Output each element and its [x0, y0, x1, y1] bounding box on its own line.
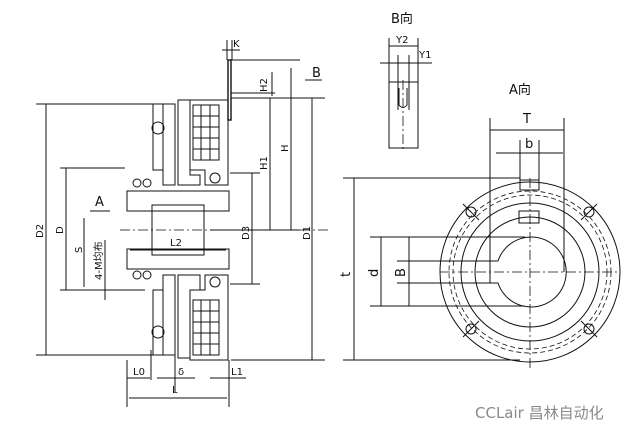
view-a-title: A向: [509, 82, 531, 98]
label-d2: D2: [35, 224, 46, 238]
label-t-upper: T: [522, 112, 531, 127]
label-d3: D3: [241, 226, 252, 240]
label-b-upper: B: [394, 268, 409, 277]
label-holes: 4-M均布: [93, 241, 105, 280]
label-h2: H2: [259, 78, 270, 92]
label-d-lower: d: [367, 269, 382, 277]
label-t-lower: t: [339, 272, 354, 277]
side-section-view: K B H2 H1 H D2 D S 4-M均布 A L2 D3 D1 L0 δ…: [35, 39, 330, 407]
label-d1: D1: [302, 226, 313, 240]
watermark: CCLair 昌林自动化: [475, 404, 604, 422]
label-y2: Y2: [395, 35, 408, 46]
label-h: H: [280, 144, 291, 152]
label-l2: L2: [170, 238, 182, 249]
label-l1: L1: [231, 367, 243, 378]
label-y1: Y1: [418, 50, 431, 61]
label-l0: L0: [133, 367, 145, 378]
label-d: D: [55, 226, 66, 234]
view-b-title: B向: [391, 11, 413, 27]
label-l: L: [172, 385, 178, 396]
view-b: B向 Y2 Y1: [380, 11, 432, 152]
label-b-lower: b: [525, 137, 533, 152]
label-s: S: [74, 247, 85, 253]
label-delta: δ: [178, 367, 184, 378]
label-h1: H1: [259, 156, 270, 170]
label-b-arrow: B: [312, 66, 321, 81]
label-a-arrow: A: [95, 195, 104, 210]
view-a: A向 T b t d B: [339, 82, 621, 368]
label-k: K: [233, 39, 240, 50]
